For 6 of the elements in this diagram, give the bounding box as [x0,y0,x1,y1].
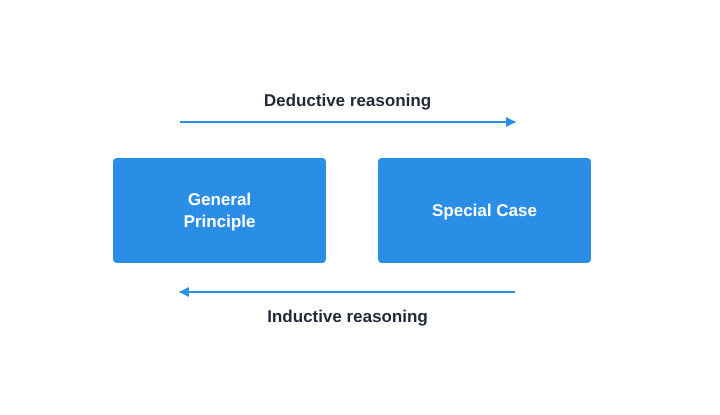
box-text: Special Case [431,200,538,222]
arrow-label: Inductive reasoning [267,306,428,328]
concept-box [113,158,326,263]
concept-box [378,158,591,263]
box-text: General Principle [182,188,256,232]
arrow-label: Deductive reasoning [264,90,432,112]
